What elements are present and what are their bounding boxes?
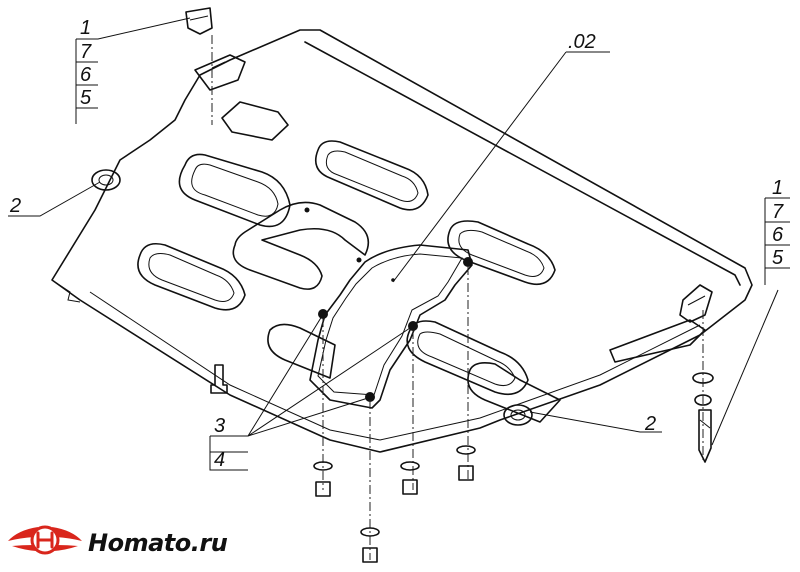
callout-stack-right: 1 7 6 5: [764, 177, 790, 285]
callout-right-1: 1: [772, 177, 783, 199]
callout-top-left-7: 7: [80, 41, 92, 63]
callout-left-bolt: 2: [9, 195, 21, 217]
callout-plate: .02: [568, 31, 596, 53]
hardware: [210, 364, 714, 563]
mount-ear-left: [194, 54, 246, 91]
leader-lines: [8, 17, 790, 446]
bracket-top-left: [185, 7, 213, 35]
skid-plate-outline: [51, 29, 753, 453]
plate-fastener-holes: [304, 207, 473, 402]
callout-stack-top-left: 1 7 6 5: [75, 17, 98, 124]
reinforcement-plate: [309, 244, 473, 409]
bolt-boss-left: [91, 169, 121, 191]
callout-right-6: 6: [772, 224, 784, 246]
callout-right-7: 7: [772, 201, 784, 223]
callout-bottom-4: 4: [214, 449, 225, 471]
bracket-right: [679, 284, 713, 323]
callout-bottom-3: 3: [214, 415, 225, 437]
callout-bottom-stack: 3 4: [209, 415, 248, 471]
stamped-ribs: [137, 140, 561, 423]
axis-lines: [211, 35, 704, 560]
callout-right-5: 5: [772, 247, 784, 269]
callout-top-left-1: 1: [80, 17, 91, 39]
bolt-boss-right: [503, 404, 533, 426]
rear-slot: [221, 101, 289, 141]
homato-logo: Homato.ru: [8, 525, 228, 557]
logo-mark: [8, 525, 82, 555]
callout-right-bolt: 2: [644, 413, 656, 435]
callout-top-left-6: 6: [80, 64, 92, 86]
logo-text: Homato.ru: [88, 529, 228, 557]
mount-ear-right: [609, 319, 706, 363]
callout-top-left-5: 5: [80, 87, 92, 109]
